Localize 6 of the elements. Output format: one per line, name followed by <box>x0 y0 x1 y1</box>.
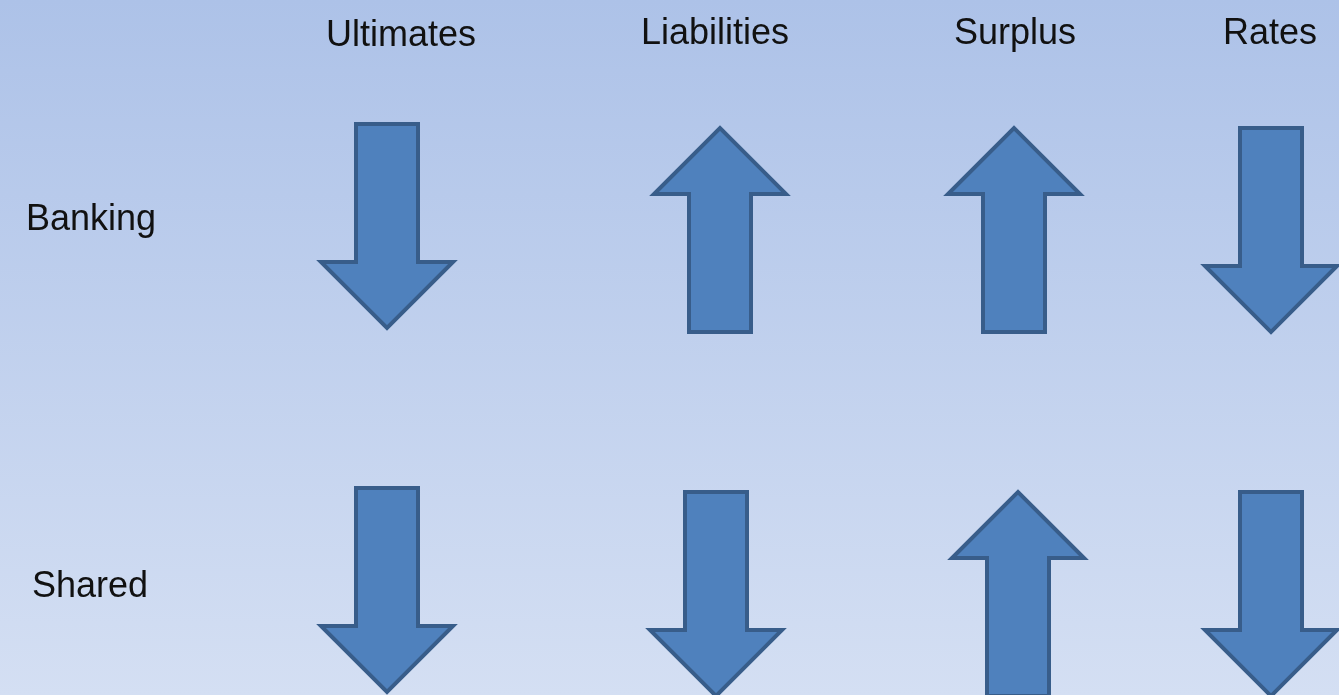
row-label: Banking <box>25 197 157 239</box>
column-header: Liabilities <box>640 11 790 53</box>
column-header: Rates <box>1223 11 1317 53</box>
column-header: Ultimates <box>326 13 476 55</box>
row-label: Shared <box>31 564 149 606</box>
column-header: Surplus <box>953 11 1077 53</box>
